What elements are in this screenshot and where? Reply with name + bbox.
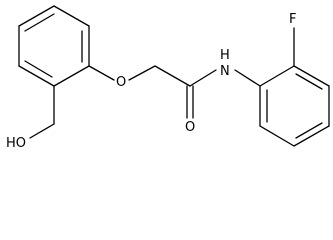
- bond: [259, 65, 295, 87]
- bond: [18, 5, 55, 27]
- double-bond-inner: [295, 122, 323, 139]
- hydroxyl-label: HO: [6, 136, 26, 151]
- bond: [53, 5, 90, 27]
- amide-hydrogen-label: H: [220, 48, 230, 63]
- structure-canvas: F H N O O HO: [6, 5, 330, 151]
- left-benzene-ring: [18, 5, 90, 87]
- double-bond-inner: [24, 13, 55, 32]
- bond: [128, 65, 156, 81]
- bond: [189, 69, 217, 87]
- bond: [259, 125, 295, 147]
- ether-linkage: [88, 65, 191, 87]
- ether-oxygen-label: O: [116, 75, 126, 90]
- carbonyl-oxygen-label: O: [185, 120, 195, 135]
- bond: [234, 69, 261, 87]
- amide-nitrogen-label: N: [220, 64, 230, 79]
- bond: [29, 123, 55, 139]
- bond: [154, 65, 191, 87]
- amide-bond: [189, 69, 261, 87]
- bond: [53, 65, 90, 87]
- bond: [293, 65, 330, 87]
- bond: [293, 125, 330, 147]
- bond: [18, 65, 55, 87]
- fluorine-label: F: [289, 12, 296, 27]
- double-bond-inner: [24, 60, 53, 78]
- right-benzene-ring: [259, 65, 330, 147]
- molecule-diagram: F H N O O HO: [6, 5, 330, 151]
- bond: [88, 65, 115, 81]
- hydroxymethyl-group: [29, 85, 55, 139]
- double-bond-inner: [295, 73, 323, 90]
- carbonyl-group: [186, 85, 194, 119]
